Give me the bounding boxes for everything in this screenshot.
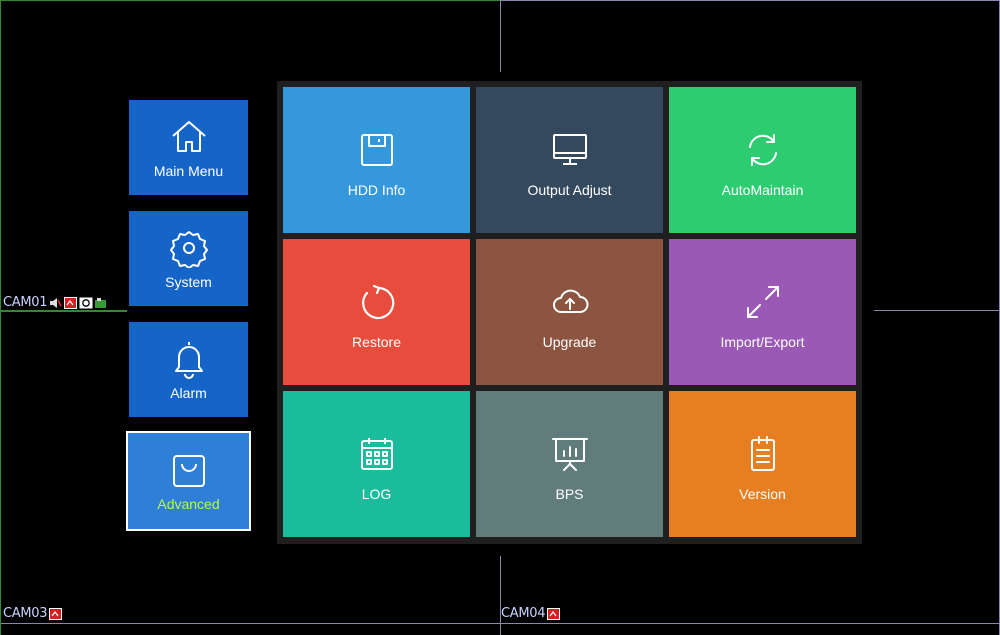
tile-label: Upgrade bbox=[542, 334, 597, 350]
tile-restore[interactable]: Restore bbox=[283, 239, 470, 385]
motion-icon bbox=[64, 296, 78, 309]
refresh-icon bbox=[748, 134, 777, 166]
sidebar-item-system[interactable]: System bbox=[129, 211, 248, 306]
tile-label: BPS bbox=[555, 486, 584, 502]
cam03-name: CAM03 bbox=[3, 606, 48, 621]
advanced-menu-panel: HDD Info Output Adjust AutoMaintain Rest… bbox=[277, 81, 862, 544]
tile-import-export[interactable]: Import/Export bbox=[669, 239, 856, 385]
motion-icon bbox=[547, 607, 561, 620]
grid-divider bbox=[500, 556, 501, 635]
tile-automaintain[interactable]: AutoMaintain bbox=[669, 87, 856, 233]
tile-version[interactable]: Version bbox=[669, 391, 856, 537]
grid-divider bbox=[500, 0, 501, 72]
cam01-label[interactable]: CAM01 bbox=[3, 295, 107, 310]
sidebar-item-label: Alarm bbox=[170, 384, 207, 401]
sidebar-item-label: Main Menu bbox=[153, 162, 224, 179]
tile-bps[interactable]: BPS bbox=[476, 391, 663, 537]
tile-hdd-info[interactable]: HDD Info bbox=[283, 87, 470, 233]
restore-icon bbox=[361, 284, 394, 320]
tile-label: LOG bbox=[361, 486, 392, 502]
tile-label: Output Adjust bbox=[527, 182, 612, 198]
floppy-icon bbox=[360, 134, 393, 166]
tile-log[interactable]: LOG bbox=[283, 391, 470, 537]
sidebar-item-main-menu[interactable]: Main Menu bbox=[129, 100, 248, 195]
grid-divider bbox=[501, 0, 1000, 1]
sidebar-item-label: System bbox=[165, 273, 212, 290]
grid-divider bbox=[0, 0, 1, 635]
tile-label: AutoMaintain bbox=[721, 182, 804, 198]
motion-icon bbox=[49, 607, 63, 620]
tile-label: Restore bbox=[351, 334, 402, 350]
calendar-icon bbox=[360, 438, 393, 470]
cam03-label[interactable]: CAM03 bbox=[3, 606, 63, 621]
grid-divider bbox=[0, 310, 127, 312]
tile-label: Version bbox=[739, 486, 786, 502]
home-icon bbox=[171, 120, 206, 152]
tile-label: HDD Info bbox=[347, 182, 406, 198]
monitor-icon bbox=[552, 134, 587, 165]
sidebar-item-alarm[interactable]: Alarm bbox=[129, 322, 248, 417]
tile-upgrade[interactable]: Upgrade bbox=[476, 239, 663, 385]
document-icon bbox=[750, 436, 775, 471]
hdd-status-icon bbox=[94, 297, 107, 309]
cam04-label[interactable]: CAM04 bbox=[501, 606, 561, 621]
tile-output-adjust[interactable]: Output Adjust bbox=[476, 87, 663, 233]
grid-divider bbox=[874, 310, 1000, 311]
grid-divider bbox=[0, 623, 1000, 624]
grid-divider bbox=[0, 0, 501, 1]
tile-label: Import/Export bbox=[720, 334, 805, 350]
cloud-upload-icon bbox=[552, 289, 588, 313]
cam04-name: CAM04 bbox=[501, 606, 546, 621]
expand-arrows-icon bbox=[746, 286, 779, 318]
sidebar-item-advanced[interactable]: Advanced bbox=[126, 431, 251, 531]
audio-icon bbox=[49, 297, 62, 309]
record-icon bbox=[79, 297, 93, 309]
presentation-chart-icon bbox=[551, 438, 588, 471]
cam01-name: CAM01 bbox=[3, 295, 48, 310]
sidebar-item-label: Advanced bbox=[157, 496, 220, 512]
bell-icon bbox=[174, 341, 203, 379]
gear-icon bbox=[169, 230, 208, 268]
bag-icon bbox=[172, 455, 205, 487]
